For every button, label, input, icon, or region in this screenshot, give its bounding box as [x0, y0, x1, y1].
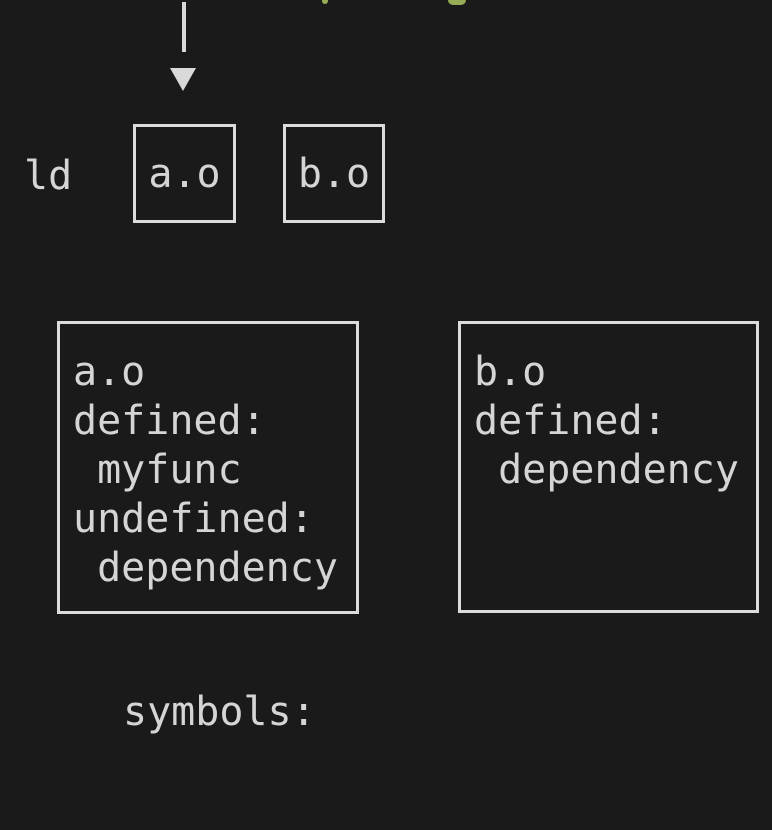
green-text-fragment-left-icon	[322, 0, 328, 4]
detail-a-undefined-header: undefined:	[73, 496, 314, 542]
arrow-down-line	[182, 2, 186, 52]
file-box-a.o: a.o	[133, 124, 236, 223]
detail-a-defined-header: defined:	[73, 398, 266, 444]
green-text-fragment-right-icon	[448, 0, 466, 5]
detail-a-title: a.o	[73, 349, 146, 395]
detail-b-defined-symbol: dependency	[474, 447, 739, 493]
symbols-label: symbols:	[123, 689, 316, 735]
file-box-a.o-label: a.o	[148, 150, 221, 197]
linker-label: ld	[24, 153, 73, 199]
file-box-b.o: b.o	[283, 124, 385, 223]
symbol-detail-box-b.o: b.o defined: dependency	[458, 321, 759, 613]
file-box-b.o-label: b.o	[297, 150, 371, 197]
detail-a-undefined-symbol: dependency	[73, 545, 338, 591]
arrow-down-head-icon	[170, 68, 196, 91]
detail-b-defined-header: defined:	[474, 398, 667, 444]
detail-a-defined-symbol: myfunc	[73, 447, 242, 493]
detail-b-title: b.o	[474, 349, 547, 395]
symbol-detail-box-a.o: a.o defined: myfunc undefined: dependenc…	[57, 321, 359, 614]
